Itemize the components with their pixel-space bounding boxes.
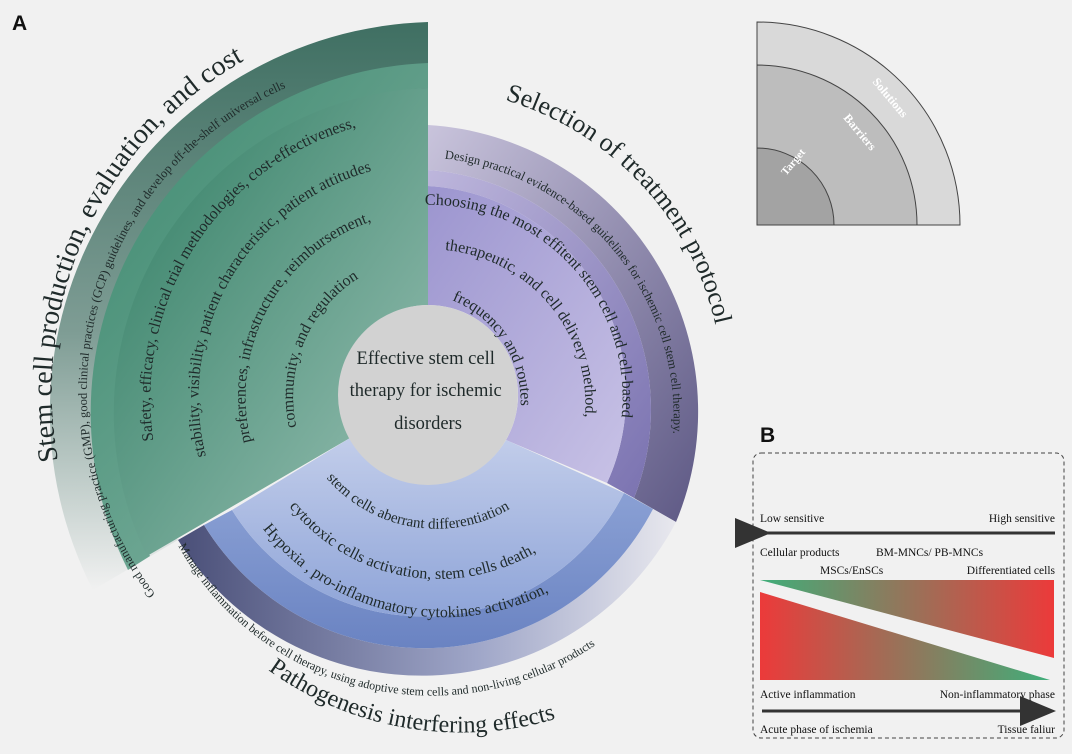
sector-pathogenesis-target (232, 438, 624, 617)
panel-b-frame (752, 452, 1065, 739)
non-inflammatory-label: Non-inflammatory phase (940, 689, 1055, 701)
high-sensitive-label: High sensitive (989, 513, 1055, 525)
acute-phase-label: Acute phase of ischemia (760, 724, 873, 736)
ring-legend: Solutions Barriers Target (756, 21, 961, 226)
panel-a-label: A (12, 12, 27, 35)
center-text-line1: Effective stem cell (357, 349, 495, 369)
center-text-line3: disorders (394, 414, 462, 434)
cell-type-triangle-top (760, 580, 1054, 658)
tissue-failure-label: Tissue faliur (998, 724, 1056, 736)
inflammation-triangle-bottom (760, 592, 1050, 680)
sector-protocol-solution-ring (428, 125, 699, 522)
cellular-products-label: Cellular products (760, 547, 840, 559)
sector-production-barrier-ring (90, 63, 429, 570)
differentiated-cells-label: Differentiated cells (967, 565, 1056, 577)
center-text-line2: therapy for ischemic (350, 381, 502, 401)
panel-b-label: B (760, 424, 775, 447)
svg-text:Effective stem cell ther: Effective stem cell therapy for ischemic… (350, 349, 507, 434)
active-inflammation-label: Active inflammation (760, 689, 856, 701)
low-sensitive-label: Low sensitive (760, 513, 824, 525)
sector-production-target (113, 88, 428, 556)
sector-pathogenesis-solution-ring (178, 509, 676, 676)
mscs-label: MSCs/EnSCs (820, 565, 884, 577)
sector-pathogenesis-barrier-ring (204, 493, 653, 649)
radial-wheel: Effective stem cell therapy for ischemic… (28, 22, 738, 739)
center-target-circle (338, 305, 518, 485)
sector-protocol-barrier-ring (428, 170, 651, 498)
legend-inner-ring (756, 147, 835, 226)
sector-protocol-target (428, 186, 627, 483)
bm-mncs-label: BM-MNCs/ PB-MNCs (876, 547, 984, 559)
